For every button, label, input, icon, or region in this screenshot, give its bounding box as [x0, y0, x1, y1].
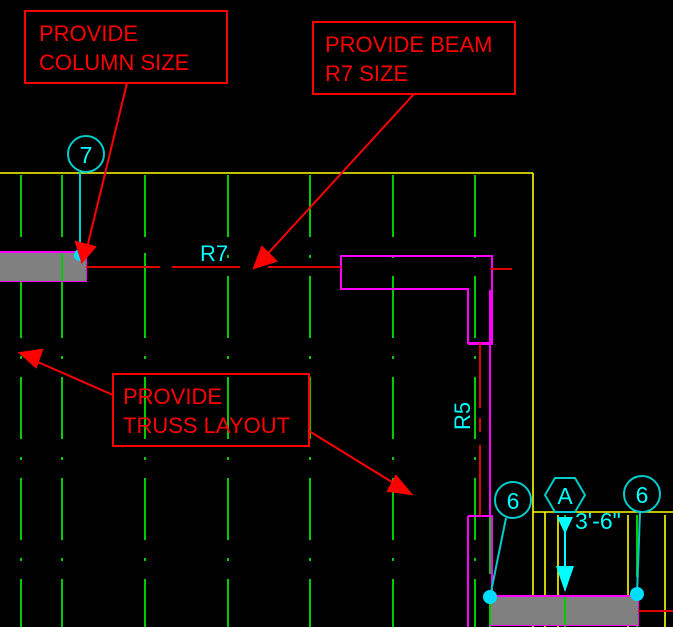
member-tag-r5: R5 — [450, 402, 475, 430]
annotation-line-1: PROVIDE — [123, 384, 222, 409]
leader-bubble-6-right — [636, 511, 641, 595]
annotation-line-1: PROVIDE BEAM — [325, 32, 492, 57]
beam-centerlines — [86, 266, 673, 612]
leader-truss-a — [30, 358, 114, 396]
leader-beam-r7-size — [261, 93, 415, 261]
annotation-provide-column-size[interactable]: PROVIDE COLUMN SIZE — [24, 10, 228, 84]
leader-arrowhead-column-size — [74, 240, 97, 265]
bubble-label: 7 — [80, 142, 93, 168]
grid-bubble-6-left[interactable]: 6 — [494, 481, 532, 519]
annotation-leaders — [17, 82, 415, 496]
annotation-line-2: TRUSS LAYOUT — [123, 413, 290, 438]
bubble-circle — [67, 135, 105, 173]
grid-bubble-a[interactable]: A — [543, 477, 587, 513]
annotation-provide-beam-r7-size[interactable]: PROVIDE BEAM R7 SIZE — [312, 21, 516, 95]
annotation-line-1: PROVIDE — [39, 21, 138, 46]
leader-column-size — [85, 82, 128, 253]
wall-outline-joint — [468, 343, 493, 345]
leader-arrowhead-truss-b — [386, 474, 414, 496]
connection-dot-beam-left — [483, 590, 497, 604]
leader-arrowhead-truss-a — [17, 348, 44, 369]
annotation-line-2: COLUMN SIZE — [39, 50, 189, 75]
leader-bubble-6-left — [489, 517, 507, 598]
arrow-head — [556, 566, 574, 592]
grid-bubble-6-right[interactable]: 6 — [623, 475, 661, 513]
bubble-label: A — [557, 483, 573, 509]
annotation-box — [24, 10, 228, 84]
annotation-provide-truss-layout[interactable]: PROVIDE TRUSS LAYOUT — [112, 373, 310, 447]
direction-arrow-down — [556, 517, 574, 592]
bubble-circle — [494, 481, 532, 519]
leader-truss-b — [308, 430, 401, 488]
member-tag-r7: R7 — [200, 241, 228, 266]
grid-leader-lines — [79, 172, 641, 598]
bubble-label: 6 — [636, 482, 649, 508]
wall-outline-lower-top — [468, 515, 493, 596]
annotation-box — [312, 21, 516, 95]
connection-dot-beam-right — [630, 587, 644, 601]
leader-arrowhead-beam-r7 — [252, 245, 278, 270]
arrow-tail — [557, 517, 573, 534]
bubble-hexagon — [543, 477, 587, 513]
grid-bubble-7[interactable]: 7 — [67, 135, 105, 173]
bubble-circle — [623, 475, 661, 513]
dimension-label-3-6: 3'-6" — [575, 508, 621, 534]
bubble-label: 6 — [507, 488, 520, 514]
column-left-fill — [0, 253, 86, 281]
annotation-line-2: R7 SIZE — [325, 61, 408, 86]
annotation-box — [112, 373, 310, 447]
